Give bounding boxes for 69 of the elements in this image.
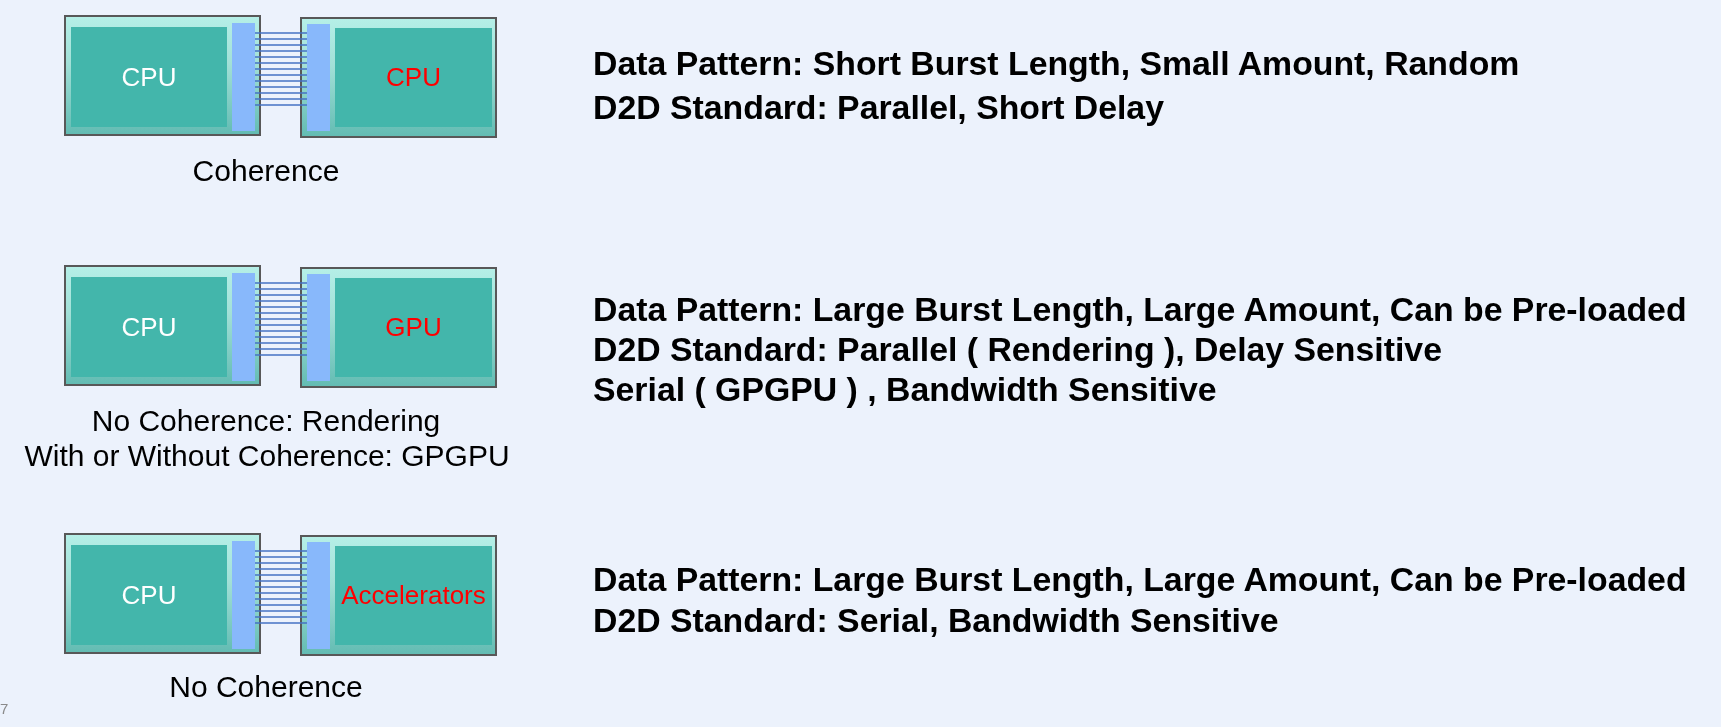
wire xyxy=(254,622,308,624)
wire xyxy=(254,318,308,320)
wire xyxy=(254,324,308,326)
wire xyxy=(254,312,308,314)
wire xyxy=(254,282,308,284)
wire xyxy=(254,68,308,70)
chip-caption: Coherence xyxy=(192,153,340,188)
wire xyxy=(254,592,308,594)
interface-strip xyxy=(307,24,330,131)
interface-strip xyxy=(232,273,255,381)
chip-die xyxy=(300,535,497,656)
core-block: CPU xyxy=(71,27,227,127)
wire xyxy=(254,574,308,576)
wire xyxy=(254,348,308,350)
wire xyxy=(254,616,308,618)
interface-strip xyxy=(232,541,255,649)
description-text: Data Pattern: Large Burst Length, Large Amount, Can be Pre-loaded xyxy=(593,559,1687,598)
wire xyxy=(254,604,308,606)
core-block: Accelerators xyxy=(335,546,492,645)
wire xyxy=(254,288,308,290)
wire xyxy=(254,300,308,302)
wire xyxy=(254,294,308,296)
description-text: Serial ( GPGPU ) , Bandwidth Sensitive xyxy=(593,369,1217,409)
description-text: D2D Standard: Serial, Bandwidth Sensitive xyxy=(593,600,1279,640)
description-text: Data Pattern: Short Burst Length, Small Amount, Random xyxy=(593,43,1520,82)
description-text: D2D Standard: Parallel ( Rendering ), Delay Sensitive xyxy=(593,329,1442,369)
chip-caption: With or Without Coherence: GPGPU xyxy=(24,438,510,474)
wire xyxy=(254,92,308,94)
core-block: CPU xyxy=(335,28,492,127)
wire xyxy=(254,50,308,52)
interface-strip xyxy=(307,542,330,649)
core-block: GPU xyxy=(335,278,492,377)
chip-die xyxy=(300,267,497,388)
wire xyxy=(254,550,308,552)
chip-die xyxy=(64,533,261,654)
wire xyxy=(254,104,308,106)
chip-die xyxy=(64,15,261,136)
wire xyxy=(254,32,308,34)
wire xyxy=(254,580,308,582)
wire xyxy=(254,354,308,356)
wire xyxy=(254,610,308,612)
description-text: Data Pattern: Large Burst Length, Large Amount, Can be Pre-loaded xyxy=(593,289,1687,328)
chip-caption: No Coherence xyxy=(169,669,363,705)
interface-strip xyxy=(232,23,255,131)
core-block: CPU xyxy=(71,277,227,377)
wire xyxy=(254,74,308,76)
wire xyxy=(254,44,308,46)
wire xyxy=(254,38,308,40)
wire xyxy=(254,568,308,570)
wire xyxy=(254,330,308,332)
interface-strip xyxy=(307,274,330,381)
wire xyxy=(254,62,308,64)
wire xyxy=(254,98,308,100)
wire xyxy=(254,306,308,308)
wire xyxy=(254,562,308,564)
wire xyxy=(254,86,308,88)
wire xyxy=(254,80,308,82)
core-block: CPU xyxy=(71,545,227,645)
page-number: 7 xyxy=(0,700,9,718)
wire xyxy=(254,342,308,344)
chip-die xyxy=(300,17,497,138)
chip-die xyxy=(64,265,261,386)
chip-caption: No Coherence: Rendering xyxy=(91,403,441,439)
description-text: D2D Standard: Parallel, Short Delay xyxy=(593,87,1164,126)
wire xyxy=(254,586,308,588)
wire xyxy=(254,336,308,338)
wire xyxy=(254,556,308,558)
wire xyxy=(254,598,308,600)
wire xyxy=(254,56,308,58)
